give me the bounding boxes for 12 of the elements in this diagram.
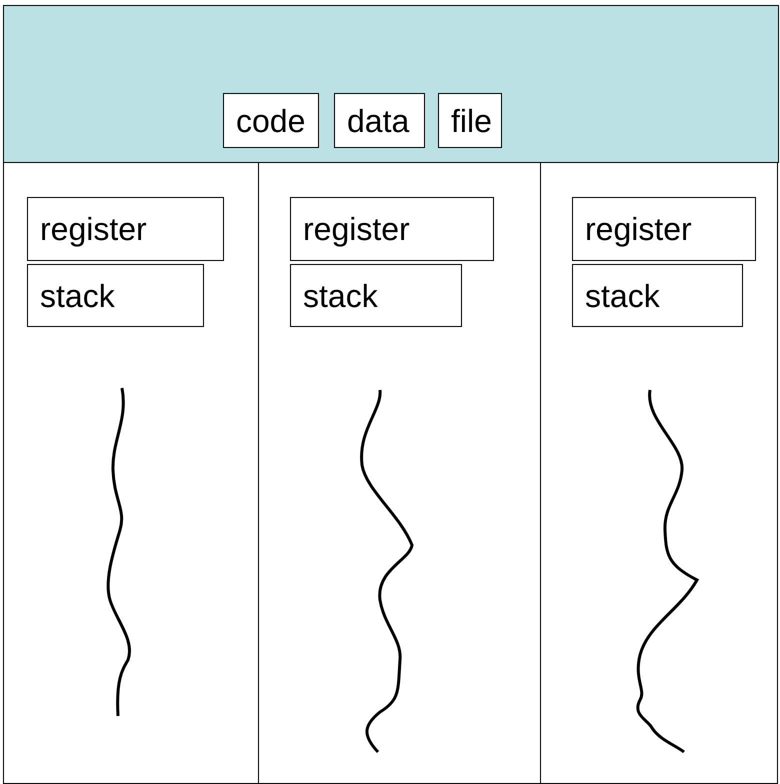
label-box: stack	[572, 264, 743, 327]
column-panel	[540, 162, 778, 784]
label-box: stack	[27, 264, 204, 327]
label-box: code	[223, 93, 319, 148]
label-box: register	[572, 197, 756, 261]
label-box: register	[27, 197, 224, 261]
label-box: register	[290, 197, 494, 261]
label-box: stack	[290, 264, 462, 327]
label-box: data	[334, 93, 425, 148]
label-box: file	[438, 93, 502, 148]
band-panel	[3, 5, 779, 163]
column-panel	[3, 162, 259, 784]
